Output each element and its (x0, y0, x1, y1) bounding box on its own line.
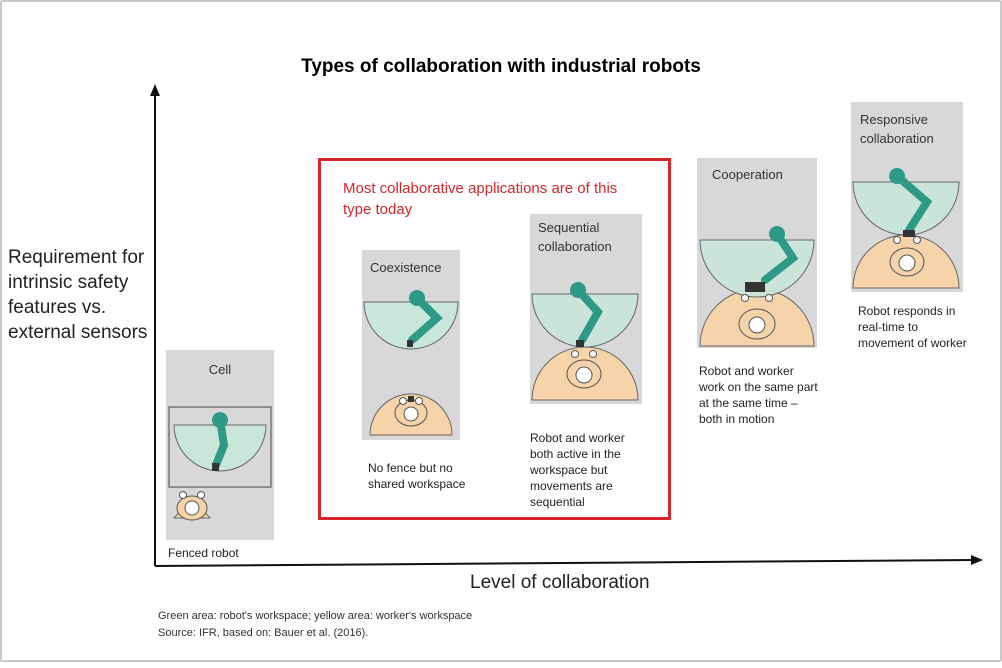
stage-cooperation-title: Cooperation (712, 167, 783, 182)
footnote-legend: Green area: robot's workspace; yellow ar… (158, 610, 473, 622)
x-axis (154, 559, 975, 567)
worker-hand-right (415, 397, 423, 405)
stage-coexistence-title: Coexistence (370, 260, 442, 275)
stage-cell-title: Cell (208, 362, 232, 377)
robot-arm (574, 286, 603, 344)
highlight-box (318, 158, 671, 520)
diagram-title: Types of collaboration with industrial r… (301, 56, 701, 77)
stage-coexistence-description: No fence but no shared workspace (368, 461, 466, 491)
stage-responsive-title: Responsive collaboration (860, 112, 934, 146)
y-axis-label: Requirement for intrinsic safety feature… (8, 247, 148, 343)
robot-gripper (903, 230, 915, 237)
robot-arm (893, 172, 933, 234)
robot-arm (408, 294, 443, 344)
worker-head (898, 254, 916, 272)
worker-hand-left (741, 294, 749, 302)
worker-hand-left (893, 236, 901, 244)
highlight-text: Most collaborative applications are of t… (343, 180, 618, 218)
y-axis-arrowhead (150, 84, 160, 96)
x-axis-arrowhead (971, 555, 983, 565)
x-axis-label: Level of collaboration (470, 572, 650, 593)
worker-head (575, 366, 593, 384)
worker-head (184, 500, 200, 516)
worker-head (748, 316, 766, 334)
robot-gripper (212, 463, 219, 471)
work-part (408, 396, 414, 402)
robot-workspace (699, 239, 815, 298)
stage-cooperation-illustration (699, 226, 815, 347)
stage-sequential-illustration (531, 282, 639, 401)
stage-cell-illustration (168, 406, 272, 521)
worker-hand-left (399, 397, 407, 405)
worker-hand-right (765, 294, 773, 302)
stage-responsive-description: Robot responds in real-time to movement … (858, 304, 967, 350)
footnote-source: Source: IFR, based on: Bauer et al. (201… (158, 627, 369, 639)
robot-workspace (531, 293, 639, 348)
worker-hand-left (571, 350, 579, 358)
robot-gripper (407, 340, 413, 347)
robot-arm (212, 416, 229, 469)
stage-cooperation-description: Robot and worker work on the same part a… (699, 364, 818, 426)
fence-cell (168, 406, 272, 488)
worker-hand-right (913, 236, 921, 244)
shared-work-part (745, 282, 765, 292)
robot-gripper (576, 340, 584, 347)
worker-hand-left (179, 491, 187, 499)
stage-sequential-title: Sequential collaboration (538, 220, 612, 254)
worker-hand-right (197, 491, 205, 499)
stage-responsive-illustration (852, 168, 960, 289)
stage-cell-description: Fenced robot (168, 546, 239, 560)
stage-sequential-description: Robot and worker both active in the work… (530, 431, 625, 509)
robot-workspace (852, 181, 960, 236)
stage-coexistence-illustration (363, 290, 459, 436)
robot-arm (761, 230, 799, 284)
worker-head (403, 406, 419, 422)
worker-hand-right (589, 350, 597, 358)
